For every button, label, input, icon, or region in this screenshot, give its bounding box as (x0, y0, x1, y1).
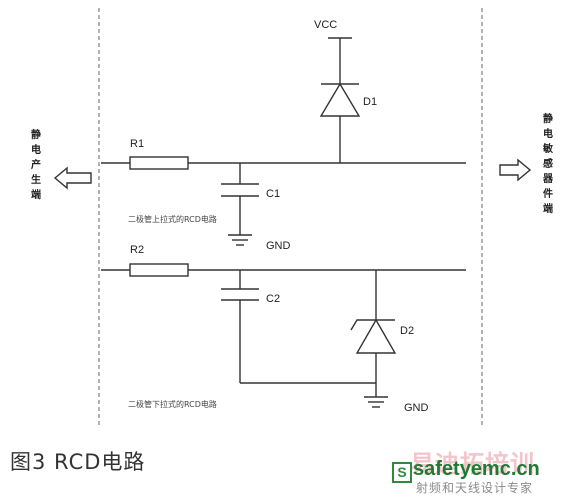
right-side-char: 件 (543, 187, 553, 200)
c2-label: C2 (266, 293, 280, 305)
watermark-logo-icon: S (392, 462, 412, 483)
watermark-subtitle: 射频和天线设计专家 (416, 481, 534, 495)
r1-label: R1 (130, 138, 144, 150)
watermark-site: safetyemc.cn (413, 458, 540, 480)
left-side-char: 电 (31, 143, 41, 156)
d1-label: D1 (363, 96, 377, 108)
d2-triangle (355, 318, 397, 354)
d1-triangle (319, 82, 361, 117)
watermark: 易迪拓培训 S safetyemc.cn 射频和天线设计专家 (388, 444, 564, 496)
left-side-char: 产 (31, 158, 41, 171)
gnd1-label: GND (266, 240, 291, 252)
right-side-char: 电 (543, 127, 553, 140)
pullup-caption: 二极管上拉式的RCD电路 (128, 214, 217, 224)
watermark-top-text: 易迪拓培训 (410, 450, 535, 478)
rcd-circuit-diagram: VCC D1 R1 C1 GND R2 C2 D2 GND 二极管上拉式的RCD… (31, 8, 554, 428)
right-side-char: 器 (542, 173, 554, 185)
c1-label: C1 (266, 188, 280, 200)
pulldown-caption: 二极管下拉式的RCD电路 (128, 399, 217, 409)
right-side-char: 感 (543, 157, 553, 170)
right-side-char: 敏 (542, 142, 553, 155)
d2-label: D2 (400, 325, 414, 337)
right-side-char: 端 (543, 202, 553, 215)
gnd2-label: GND (404, 402, 429, 414)
figure-caption: 图3 RCD电路 (10, 450, 146, 474)
right-arrow-icon (499, 158, 532, 182)
left-side-char: 静 (31, 128, 41, 141)
r1-resistor (129, 156, 189, 170)
left-side-char: 生 (31, 173, 41, 186)
vcc-label: VCC (314, 19, 337, 31)
left-arrow-icon (53, 166, 92, 190)
r2-label: R2 (130, 244, 144, 256)
right-side-char: 静 (543, 112, 553, 125)
r2-resistor (129, 263, 189, 277)
d2-bar-zener (350, 319, 395, 331)
left-side-char: 端 (31, 188, 41, 201)
